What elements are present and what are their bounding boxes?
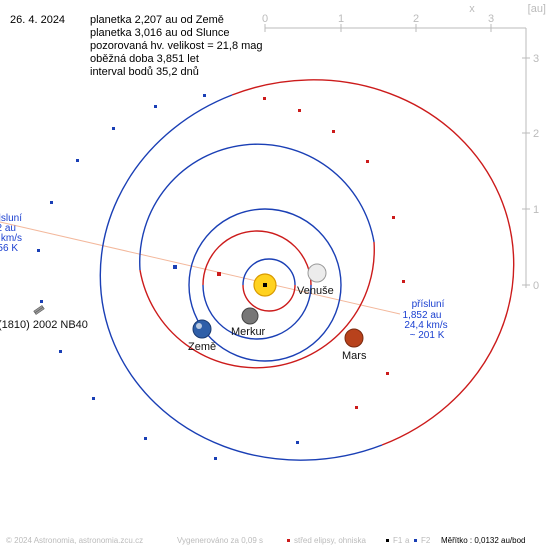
- earth-disc: [192, 319, 212, 339]
- perihelion-info: přísluní 1,852 au 24,4 km/s ~ 201 K: [403, 299, 448, 341]
- asteroid-orbit-blue-arc: [99, 94, 383, 461]
- orbit-point: [50, 201, 53, 204]
- coordinate-axes: 0 1 2 3 x [au] 3 2 1 0: [262, 3, 546, 292]
- mars-label: Mars: [342, 350, 367, 362]
- legend-ellipse-label: střed elipsy, ohniska: [294, 536, 366, 545]
- ellipse-focus-f2-marker: [173, 265, 177, 269]
- mercury-orbit-near-half: [242, 258, 296, 286]
- sun: [253, 273, 277, 297]
- earth-label: Země: [188, 341, 216, 353]
- orbit-point: [263, 97, 266, 100]
- info-orbital-period: oběžná doba 3,851 let: [90, 53, 199, 65]
- aphelion-distance: 2 au: [0, 223, 16, 234]
- orbit-point: [355, 406, 358, 409]
- orbit-point: [203, 94, 206, 97]
- orbit-point: [144, 437, 147, 440]
- y-tick-label: 1: [533, 204, 539, 216]
- mercury-disc: [241, 307, 259, 325]
- y-tick-label: 2: [533, 128, 539, 140]
- mercury: Merkur: [231, 307, 266, 338]
- mercury-orbit-far-half: [242, 284, 296, 312]
- ellipse-center-marker: [217, 272, 221, 276]
- y-tick-label: 3: [533, 53, 539, 65]
- perihelion-temperature: ~ 201 K: [410, 330, 445, 341]
- asteroid-probe-icon: [33, 305, 45, 315]
- apsis-line: [0, 221, 401, 315]
- mars-disc: [344, 328, 364, 348]
- unit-label: [au]: [528, 3, 546, 15]
- mars-orbit-blue-arc: [139, 143, 375, 271]
- orbit-point: [298, 109, 301, 112]
- perihelion-speed: 24,4 km/s: [404, 320, 447, 331]
- orbit-point: [402, 280, 405, 283]
- info-earth-distance: planetka 2,207 au od Země: [90, 14, 224, 26]
- asteroid-position-points: [37, 94, 405, 460]
- orbit-point: [112, 127, 115, 130]
- info-magnitude: pozorovaná hv. velikost = 21,8 mag: [90, 40, 263, 52]
- x-tick-label: 2: [413, 13, 419, 25]
- footer: © 2024 Astronomia, astronomia.zcu.cz Vyg…: [6, 536, 526, 545]
- focus-f1-marker: [263, 283, 267, 287]
- scale-label: Měřítko : 0,0132 au/bod: [441, 536, 526, 545]
- orbit-point: [214, 457, 217, 460]
- x-tick-label: 0: [262, 13, 268, 25]
- aphelion-speed: 8 km/s: [0, 233, 22, 244]
- x-tick-label: 1: [338, 13, 344, 25]
- info-point-interval: interval bodů 35,2 dnů: [90, 66, 199, 78]
- orbit-point: [154, 105, 157, 108]
- orbit-point: [76, 159, 79, 162]
- mars-orbit-red-arc: [139, 241, 375, 369]
- x-tick-label: 3: [488, 13, 494, 25]
- asteroid: (1810) 2002 NB40: [0, 305, 88, 331]
- earth-orbit-near-half: [188, 208, 342, 286]
- venus-label: Venuše: [297, 285, 334, 297]
- legend-a-label: a: [405, 536, 410, 545]
- earth: Země: [188, 319, 216, 353]
- asteroid-orbit: [99, 79, 515, 461]
- orbit-point: [386, 372, 389, 375]
- aphelion-info: odsluní 2 au 8 km/s 156 K: [0, 213, 22, 254]
- earth-cloud-highlight: [196, 323, 202, 329]
- asteroid-orbit-red-arc: [231, 79, 515, 446]
- info-sun-distance: planetka 3,016 au od Slunce: [90, 27, 229, 39]
- legend-ellipse-marker: [287, 539, 290, 542]
- y-tick-label: 0: [533, 280, 539, 292]
- orbit-point: [37, 249, 40, 252]
- orbit-point: [92, 397, 95, 400]
- perihelion-distance: 1,852 au: [403, 310, 442, 321]
- orbit-point: [40, 300, 43, 303]
- venus-disc: [307, 263, 327, 283]
- venus-orbit-near-half: [202, 284, 312, 340]
- legend-f1-marker: [386, 539, 389, 542]
- copyright-link[interactable]: © 2024 Astronomia, astronomia.zcu.cz: [6, 536, 143, 545]
- legend-f2-label: F2: [421, 536, 431, 545]
- orbit-point: [296, 441, 299, 444]
- orbit-point: [392, 216, 395, 219]
- legend-f1-label: F1: [393, 536, 403, 545]
- x-axis-label: x: [469, 3, 475, 15]
- perihelion-title: přísluní: [412, 299, 445, 310]
- asteroid-label: (1810) 2002 NB40: [0, 319, 88, 331]
- venus-orbit-far-half: [202, 230, 312, 286]
- aphelion-title: odsluní: [0, 213, 22, 224]
- asteroid-info-block: planetka 2,207 au od Země planetka 3,016…: [90, 14, 263, 78]
- earth-orbit-far-half: [188, 284, 342, 362]
- aphelion-temperature: 156 K: [0, 243, 18, 254]
- venus: Venuše: [297, 263, 334, 297]
- orbit-point: [59, 350, 62, 353]
- observation-date: 26. 4. 2024: [10, 14, 65, 26]
- generation-time: Vygenerováno za 0,09 s: [177, 536, 263, 545]
- legend-f2-marker: [414, 539, 417, 542]
- mars: Mars: [342, 328, 367, 362]
- orbit-point: [332, 130, 335, 133]
- planet-orbits: [139, 143, 375, 369]
- mercury-label: Merkur: [231, 326, 266, 338]
- orbit-point: [366, 160, 369, 163]
